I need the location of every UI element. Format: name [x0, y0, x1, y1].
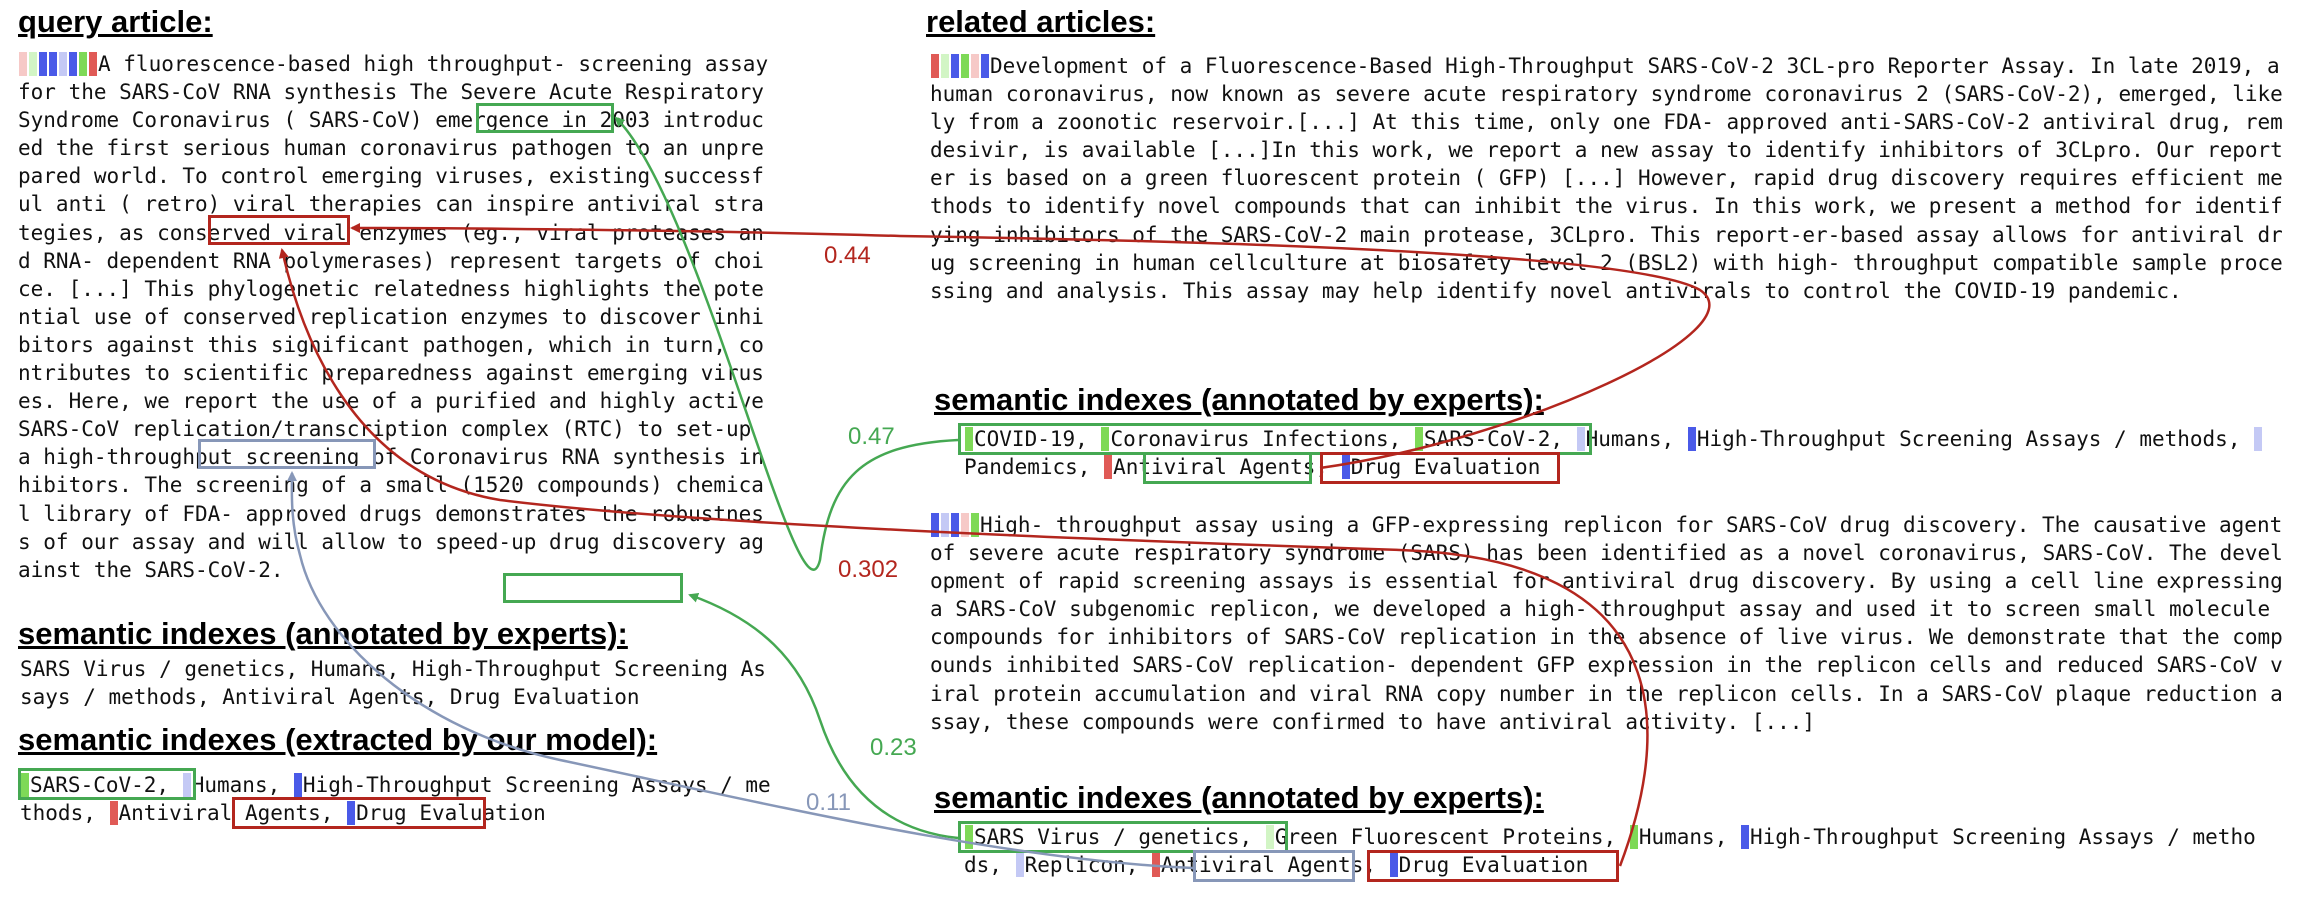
query-expert-indexes-heading: semantic indexes (annotated by experts):	[18, 616, 628, 651]
index-term: Humans,	[1585, 427, 1675, 451]
arrow-article1-sars-cov	[614, 116, 959, 571]
related-article-2-indexes-heading: semantic indexes (annotated by experts):	[934, 780, 1544, 815]
related-article-1-indexes: COVID-19, Coronavirus Infections, SARS-C…	[964, 425, 2264, 481]
related-article-2-indexes: SARS Virus / genetics, Green Fluorescent…	[964, 823, 2264, 879]
similarity-score: 0.23	[870, 734, 917, 761]
query-model-indexes-heading: semantic indexes (extracted by our model…	[18, 722, 658, 757]
related-articles-heading: related articles:	[926, 4, 1156, 39]
index-term: SARS Virus / genetics,	[974, 825, 1253, 849]
arrow-article2-replicon	[286, 471, 1194, 870]
related-article-1-indexes-heading: semantic indexes (annotated by experts):	[934, 382, 1544, 417]
highlight-box-article2-antiviral-agents	[1367, 850, 1619, 882]
similarity-score: 0.302	[838, 556, 899, 583]
arrow-article2-sars-cov-2	[688, 592, 959, 840]
similarity-score: 0.44	[824, 242, 871, 269]
index-term: SARS-CoV-2,	[1423, 427, 1563, 451]
highlight-box-article2-replicon	[1193, 850, 1355, 882]
query-article-heading: query article:	[18, 4, 213, 39]
index-term: Replicon,	[1024, 853, 1139, 878]
related-article-2-text: High- throughput assay using a GFP-expre…	[930, 513, 2296, 734]
similarity-score: 0.11	[806, 789, 851, 816]
index-term: Drug Evaluation	[1398, 853, 1589, 878]
index-term: Coronavirus Infections,	[1110, 427, 1402, 451]
query-article-text: A fluorescence-based high throughput- sc…	[18, 52, 781, 582]
highlight-box-sars-cov-2-query	[503, 573, 683, 603]
highlight-box-replication	[198, 439, 376, 469]
highlight-box-sars-cov	[476, 103, 614, 133]
index-term: COVID-19,	[974, 427, 1088, 451]
index-term: Pandemics,	[964, 455, 1091, 480]
highlight-box-article2-sars-virus	[958, 821, 1288, 853]
arrow-article2-antiviral	[278, 248, 1649, 867]
related-article-1-text: Development of a Fluorescence-Based High…	[930, 54, 2293, 303]
model-term: Humans,	[191, 773, 281, 797]
index-term: Humans,	[1638, 825, 1728, 849]
model-term: High-Throughput Screening Assays / metho…	[20, 773, 771, 826]
index-term: High-Throughput Screening Assays / metho…	[1696, 427, 2241, 451]
model-term: Drug Evaluation	[356, 801, 546, 826]
index-term: Drug Evaluation	[1350, 455, 1541, 480]
highlight-box-model-antiviral-agents	[232, 797, 486, 829]
query-model-indexes: SARS-CoV-2, Humans, High-Throughput Scre…	[20, 771, 772, 827]
index-term: Antiviral Agents,	[1161, 853, 1376, 878]
model-term: SARS-CoV-2,	[30, 773, 170, 797]
highlight-box-model-sars-cov-2	[18, 768, 196, 800]
highlight-box-article1-pandemics	[1143, 452, 1312, 484]
index-term: Antiviral Agents,	[1113, 455, 1329, 480]
model-term: Antiviral Agents,	[118, 801, 334, 826]
highlight-box-antiviral	[208, 215, 350, 245]
similarity-score: 0.47	[848, 423, 895, 450]
arrow-article1-antiviral	[350, 223, 1711, 470]
index-term: Green Fluorescent Proteins,	[1274, 825, 1617, 849]
index-term: High-Throughput Screening Assays / metho…	[964, 825, 2256, 878]
